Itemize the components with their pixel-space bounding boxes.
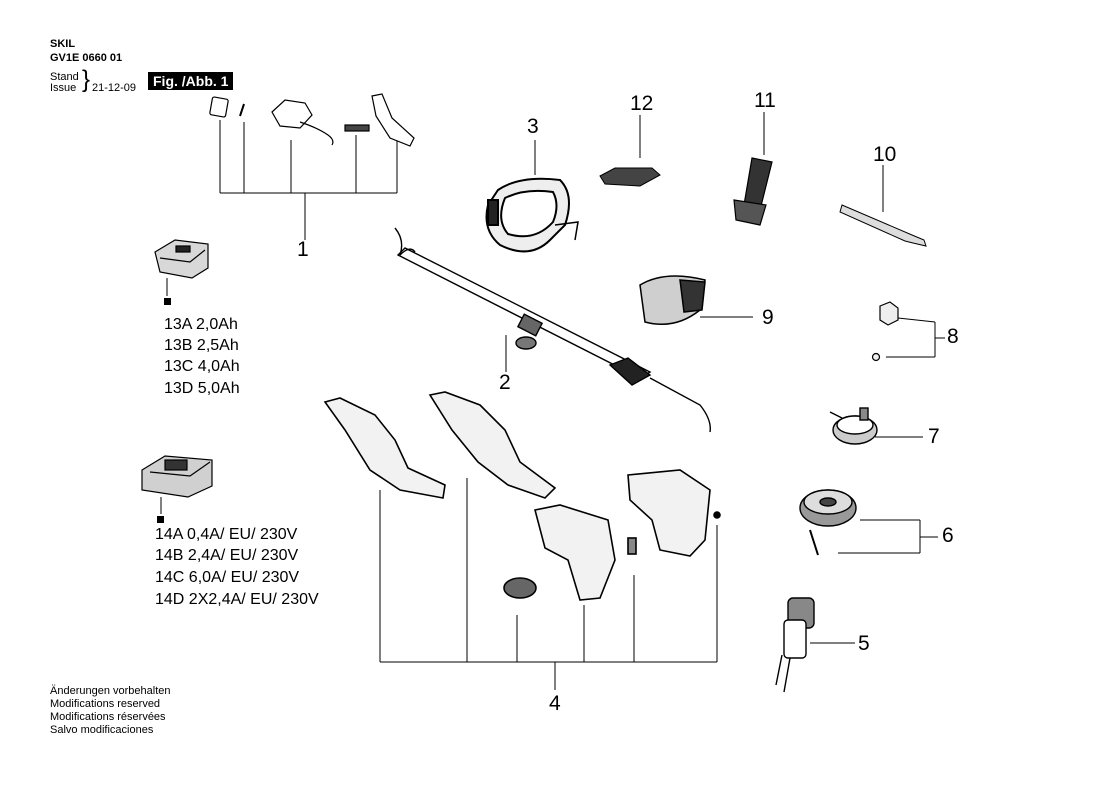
footer-note: Modifications reserved [50, 698, 161, 710]
callout-8: 8 [947, 325, 959, 348]
bullet-square [157, 516, 164, 523]
callout-10: 10 [873, 143, 897, 166]
nut-icon [871, 301, 899, 362]
stand-label: Stand [50, 71, 79, 83]
callout-2: 2 [499, 371, 511, 394]
figure-label: Fig. /Abb. 1 [148, 72, 234, 90]
battery-option: 13D 5,0Ah [164, 380, 240, 397]
callout-12: 12 [630, 92, 654, 115]
switch-cable-icon [271, 99, 313, 129]
callout-7: 7 [928, 425, 940, 448]
callout-4: 4 [549, 692, 561, 715]
line-clip-icon [599, 167, 661, 187]
switch-icon [209, 96, 229, 118]
callout-5: 5 [858, 632, 870, 655]
trigger-icon [371, 93, 415, 147]
callout-11: 11 [754, 89, 776, 112]
motor-icon [775, 597, 815, 693]
spring-icon [344, 124, 370, 132]
battery-pack-icon [154, 239, 209, 279]
callout-6: 6 [942, 524, 954, 547]
charger-option: 14C 6,0A/ EU/ 230V [155, 569, 300, 586]
pin-icon [239, 103, 245, 117]
charger-option: 14B 2,4A/ EU/ 230V [155, 547, 299, 564]
issue-date: 21-12-09 [92, 82, 137, 94]
spool-cover-icon [829, 407, 878, 445]
spool-icon [799, 489, 857, 556]
motor-housing-icon [323, 391, 721, 601]
brace-glyph: } [82, 66, 91, 93]
document-number: GV1E 0660 01 [50, 52, 123, 64]
bullet-square [164, 298, 171, 305]
charger-option: 14D 2X2,4A/ EU/ 230V [155, 591, 319, 608]
callout-9: 9 [762, 306, 774, 329]
brand-name: SKIL [50, 38, 76, 50]
motor-hood-icon [639, 275, 706, 325]
footer-note: Modifications réservées [50, 711, 166, 723]
battery-option: 13B 2,5Ah [164, 337, 239, 354]
footer-note: Änderungen vorbehalten [50, 685, 171, 697]
callout-1: 1 [297, 238, 309, 261]
charger-option: 14A 0,4A/ EU/ 230V [155, 526, 298, 543]
footer-note: Salvo modificaciones [50, 724, 154, 736]
battery-option: 13C 4,0Ah [164, 358, 240, 375]
charger-icon [141, 455, 213, 498]
trimmer-shaft-icon [394, 227, 711, 433]
leader-line [897, 317, 936, 323]
aux-handle-icon [733, 157, 773, 226]
issue-label: Issue [50, 82, 77, 94]
wrench-icon [839, 204, 927, 247]
guard-icon [485, 177, 579, 253]
cable-icon [299, 121, 334, 146]
callout-3: 3 [527, 115, 539, 138]
battery-option: 13A 2,0Ah [164, 316, 238, 333]
